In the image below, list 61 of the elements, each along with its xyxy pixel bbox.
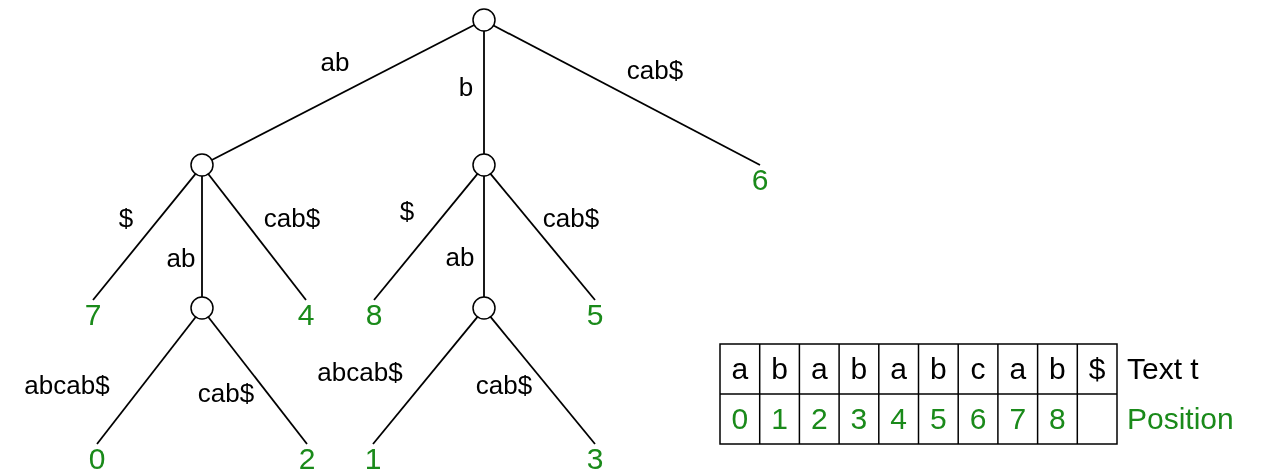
tree-edge — [92, 173, 197, 301]
leaf-position-number: 7 — [81, 300, 105, 330]
leaf-position-number: 0 — [85, 444, 109, 474]
table-cell-text: 7 — [1009, 404, 1027, 434]
edge-label: cab$ — [263, 205, 321, 231]
table-cell-text: a — [890, 354, 907, 384]
table-cell-text: $ — [1088, 354, 1106, 384]
row-title: Position — [1127, 404, 1234, 434]
tree-node-circle — [190, 153, 214, 177]
tree-edge — [96, 316, 197, 445]
table-cell-text: c — [970, 354, 986, 384]
tree-edge — [201, 175, 203, 298]
leaf-position-number: 2 — [295, 444, 319, 474]
edge-label: b — [458, 74, 474, 100]
leaf-position-number: 3 — [583, 444, 607, 474]
edge-label: cab$ — [542, 205, 600, 231]
table-cell-text: a — [731, 354, 749, 384]
table-cell-text: 6 — [969, 404, 987, 434]
table-cell-text: 3 — [850, 404, 868, 434]
edge-label: cab$ — [197, 380, 255, 406]
edge-label: abcab$ — [24, 372, 110, 398]
tree-node-circle — [472, 296, 496, 320]
tree-edge — [489, 315, 596, 445]
edge-label: $ — [399, 198, 415, 224]
tree-node-circle — [472, 8, 496, 32]
table-cell-text: 8 — [1049, 404, 1066, 434]
tree-edge — [492, 24, 761, 166]
tree-edge — [483, 30, 485, 155]
edge-label: cab$ — [626, 57, 684, 83]
leaf-position-number: 1 — [361, 444, 385, 474]
edge-label: ab — [445, 244, 475, 270]
tree-edge — [207, 173, 307, 301]
table-cell-text: 5 — [930, 404, 947, 434]
table-cell-text: 2 — [810, 404, 828, 434]
table-cell-text: b — [930, 354, 947, 384]
leaf-position-number: 4 — [294, 300, 318, 330]
table-cell-text: 1 — [771, 404, 788, 434]
edge-label: abcab$ — [317, 359, 403, 385]
edge-label: ab — [166, 245, 196, 271]
tree-edge — [483, 175, 485, 298]
edge-label: $ — [118, 205, 134, 231]
edge-label: cab$ — [475, 372, 533, 398]
tree-edge — [373, 172, 479, 301]
leaf-position-number: 6 — [748, 165, 772, 195]
tree-edge — [489, 172, 596, 301]
tree-edge — [210, 24, 476, 161]
table-cell-text: b — [771, 354, 788, 384]
table-cell-text: b — [1049, 354, 1066, 384]
table-cell-text: a — [1009, 354, 1027, 384]
table-cell-text: 0 — [731, 404, 749, 434]
table-cell-text: b — [850, 354, 868, 384]
tree-node-circle — [472, 153, 496, 177]
table-cell-text: 4 — [890, 404, 907, 434]
leaf-position-number: 5 — [583, 300, 607, 330]
tree-edge — [207, 316, 308, 445]
tree-node-circle — [190, 296, 214, 320]
leaf-position-number: 8 — [362, 300, 386, 330]
table-cell-text: a — [810, 354, 828, 384]
edge-label: ab — [320, 49, 350, 75]
tree-edge — [372, 315, 479, 445]
row-title: Text t — [1127, 354, 1199, 384]
